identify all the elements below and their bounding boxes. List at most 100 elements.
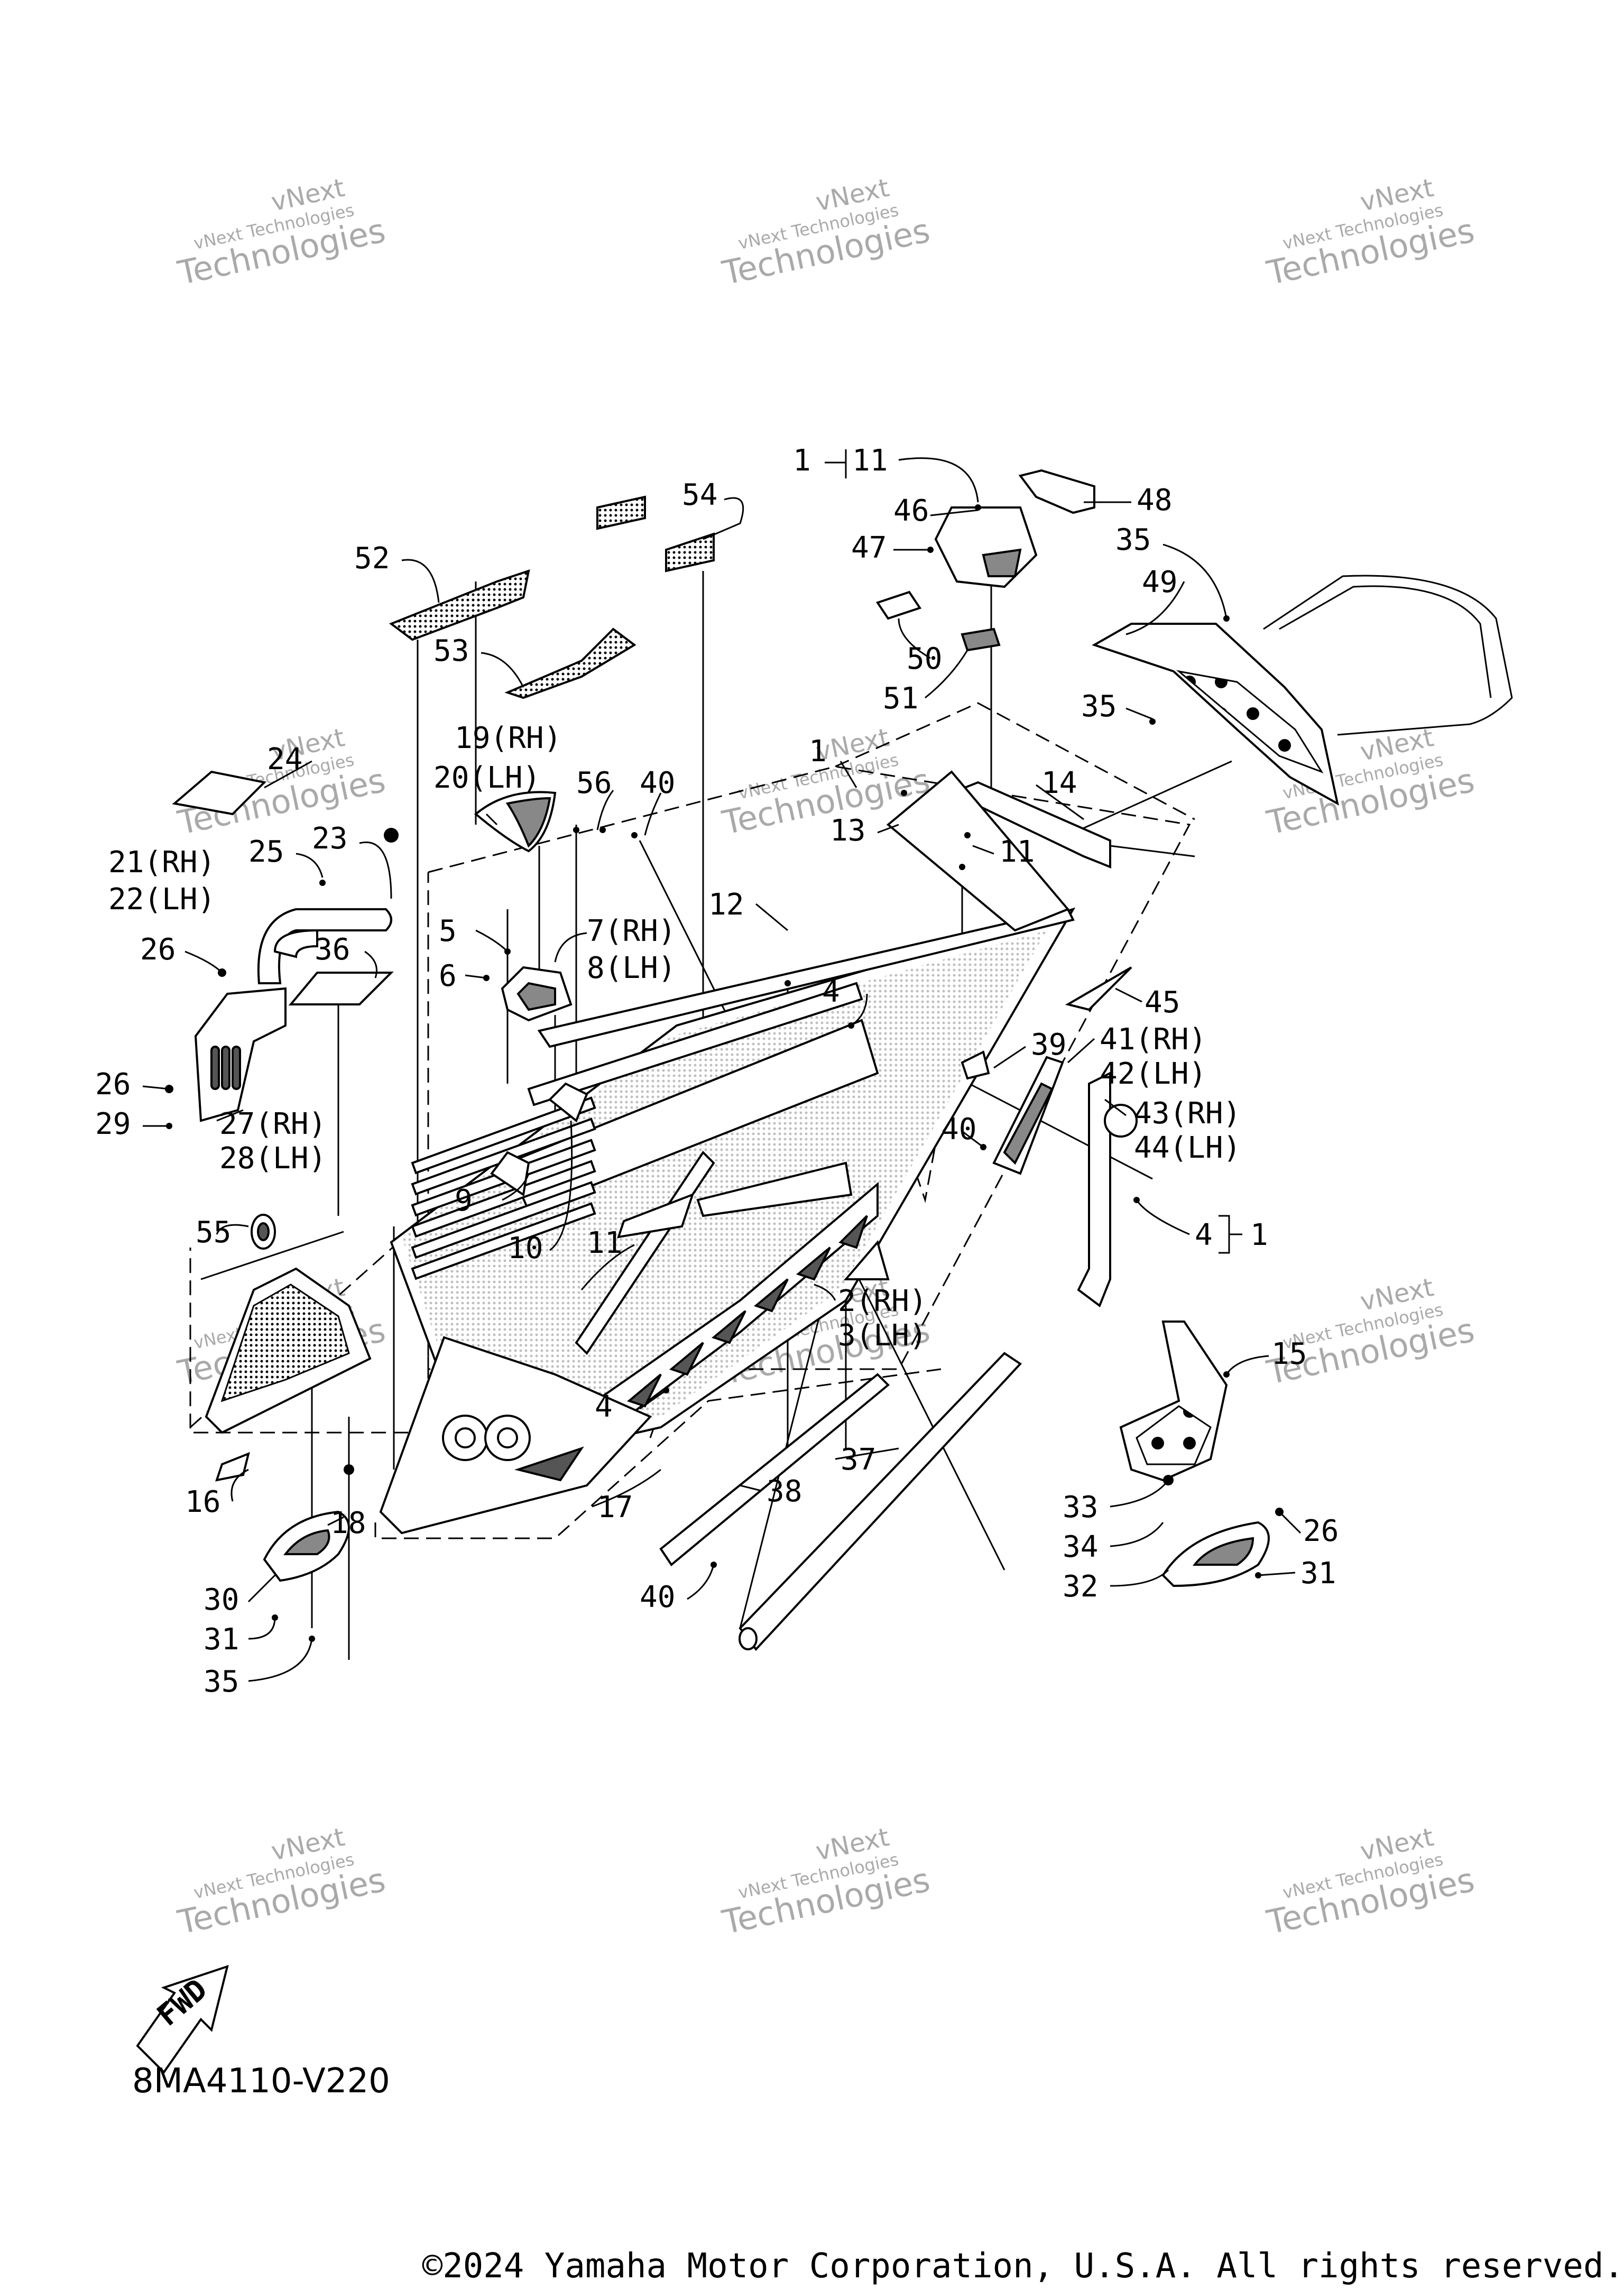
callout-52: 52 xyxy=(354,541,390,576)
callout-17: 17 xyxy=(597,1490,633,1525)
callout-40-low: 40 xyxy=(640,1580,675,1614)
plate-45 xyxy=(1065,966,1132,1011)
callout-16: 16 xyxy=(185,1485,220,1519)
callout-40-mid: 40 xyxy=(941,1112,976,1147)
watermark: vNext vNext Technologies Technologies xyxy=(174,173,389,292)
callout-26-a: 26 xyxy=(140,932,176,967)
callout-40-top: 40 xyxy=(640,766,675,800)
fasteners xyxy=(165,504,1284,1642)
callout-11-low: 11 xyxy=(587,1226,622,1260)
callout-1-mid: 1 xyxy=(809,734,827,769)
copyright-notice: ©2024 Yamaha Motor Corporation, U.S.A. A… xyxy=(422,2247,1624,2286)
callout-11-top: 11 xyxy=(852,444,888,478)
callout-53: 53 xyxy=(433,634,469,668)
callout-22: 22(LH) xyxy=(108,882,215,917)
plate-10 xyxy=(548,1082,588,1123)
callout-51: 51 xyxy=(883,681,918,716)
callout-35-b: 35 xyxy=(1081,689,1116,724)
callout-27: 27(RH) xyxy=(219,1107,326,1141)
callout-21: 21(RH) xyxy=(108,845,215,880)
watermark: vNext vNext Technologies Technologies xyxy=(718,173,933,292)
callout-1-right: 1 xyxy=(1250,1218,1268,1252)
callout-24: 24 xyxy=(267,742,302,777)
callout-4-b: 4 xyxy=(1195,1218,1213,1252)
callout-13: 13 xyxy=(830,814,865,848)
callout-31-b: 31 xyxy=(1300,1556,1336,1591)
callout-54: 54 xyxy=(682,478,717,512)
callout-10: 10 xyxy=(508,1231,543,1266)
decal-24 xyxy=(172,770,267,816)
callout-2: 2(RH) xyxy=(838,1284,927,1318)
callout-44: 44(LH) xyxy=(1134,1131,1241,1165)
callout-4-a: 4 xyxy=(822,975,840,1009)
callout-35-a: 35 xyxy=(1115,523,1151,557)
watermark: vNext vNext Technologies Technologies xyxy=(174,723,389,842)
plate-9 xyxy=(490,1151,530,1197)
watermark: vNext vNext Technologies Technologies xyxy=(718,1822,933,1942)
callout-42: 42(LH) xyxy=(1100,1057,1206,1091)
callout-41: 41(RH) xyxy=(1100,1022,1206,1057)
decal-36 xyxy=(288,972,394,1005)
callout-7: 7(RH) xyxy=(587,914,676,948)
watermark: vNext vNext Technologies Technologies xyxy=(1263,1822,1478,1942)
fwd-arrow-icon: FWD xyxy=(136,1964,229,2074)
callout-43: 43(RH) xyxy=(1134,1096,1241,1131)
callout-8: 8(LH) xyxy=(587,951,676,985)
snowflap-49 xyxy=(1092,575,1513,806)
callout-11-mid: 11 xyxy=(999,835,1035,869)
strip-38 xyxy=(659,1373,890,1566)
callout-9: 9 xyxy=(455,1184,473,1218)
callout-26-b: 26 xyxy=(95,1067,131,1102)
callout-46: 46 xyxy=(893,494,929,528)
callout-48: 48 xyxy=(1137,483,1172,518)
callout-19: 19(RH) xyxy=(455,721,561,755)
callout-31-a: 31 xyxy=(204,1622,239,1657)
callout-15: 15 xyxy=(1271,1337,1307,1371)
tunnel-frame xyxy=(379,907,1076,1535)
mudflap-27 xyxy=(194,987,287,1122)
left-bracket-16 xyxy=(205,1267,372,1482)
callout-20: 20(LH) xyxy=(433,761,540,795)
callout-1-top: 1 xyxy=(793,444,811,478)
callout-37: 37 xyxy=(841,1443,876,1477)
callout-23: 23 xyxy=(312,821,347,856)
callout-33: 33 xyxy=(1063,1490,1098,1525)
callout-5: 5 xyxy=(439,914,457,948)
callout-47: 47 xyxy=(851,531,887,565)
bar-37 xyxy=(739,1352,1022,1651)
callout-56: 56 xyxy=(576,766,612,800)
callout-labels: 1 11 46 47 48 35 49 35 54 52 53 50 51 1 … xyxy=(95,444,1339,1699)
callout-55: 55 xyxy=(196,1215,231,1250)
callout-39: 39 xyxy=(1031,1028,1066,1062)
crossbar-14 xyxy=(949,781,1111,869)
callout-3: 3(LH) xyxy=(838,1318,927,1353)
callout-30: 30 xyxy=(204,1583,239,1617)
reflector-51 xyxy=(961,627,1001,652)
bracket-39 xyxy=(961,1050,990,1080)
callout-14: 14 xyxy=(1041,766,1077,800)
traction-strips xyxy=(389,495,715,699)
watermark: vNext vNext Technologies Technologies xyxy=(1263,1272,1478,1392)
callout-18: 18 xyxy=(330,1506,366,1540)
callout-35-c: 35 xyxy=(204,1665,239,1699)
reflector-50 xyxy=(875,590,922,620)
callout-38: 38 xyxy=(767,1474,802,1509)
callout-28: 28(LH) xyxy=(219,1141,326,1176)
callout-36: 36 xyxy=(315,932,350,967)
callout-45: 45 xyxy=(1145,985,1180,1020)
footrest-15 xyxy=(1119,1321,1270,1587)
callout-26-c: 26 xyxy=(1303,1514,1339,1548)
footrest-30 xyxy=(263,1510,350,1582)
callout-12: 12 xyxy=(708,888,744,922)
callout-29: 29 xyxy=(95,1107,131,1141)
rear-handle-21 xyxy=(257,908,392,984)
sheet-12 xyxy=(886,770,1070,932)
callout-25: 25 xyxy=(248,835,284,869)
callout-50: 50 xyxy=(907,642,942,676)
rail-43 xyxy=(1077,1071,1138,1308)
watermark: vNext vNext Technologies Technologies xyxy=(174,1822,389,1942)
callout-34: 34 xyxy=(1063,1530,1098,1564)
watermark: vNext vNext Technologies Technologies xyxy=(1263,173,1478,292)
